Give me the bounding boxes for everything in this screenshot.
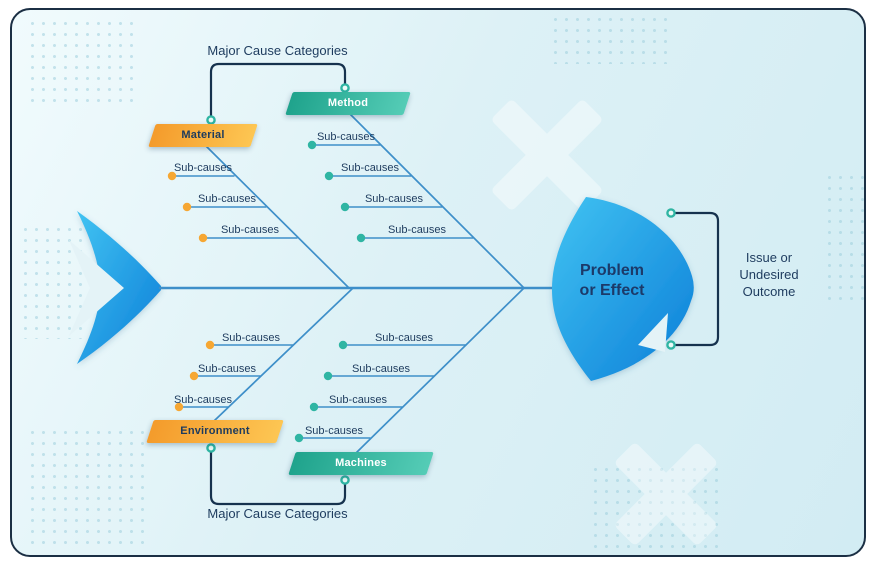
subcause-label: Sub-causes xyxy=(197,193,257,205)
category-machines-label: Machines xyxy=(335,457,387,469)
subcause-dot xyxy=(198,233,208,243)
fish-tail-notch xyxy=(69,240,124,336)
subcause-label: Sub-causes xyxy=(328,394,388,406)
material-bone xyxy=(205,145,350,289)
subcause-label: Sub-causes xyxy=(364,193,424,205)
subcause-label: Sub-causes xyxy=(197,363,257,375)
category-environment-label: Environment xyxy=(180,425,250,437)
subcause-dot xyxy=(167,171,177,181)
problem-effect-line2: or Effect xyxy=(579,282,645,299)
subcause-label: Sub-causes xyxy=(387,224,447,236)
problem-effect-line1: Problem xyxy=(579,262,644,279)
subcause-dot xyxy=(324,171,334,181)
subcause-dot xyxy=(189,371,199,381)
machines-bone xyxy=(355,287,525,454)
subcause-label: Sub-causes xyxy=(374,332,434,344)
subcause-dot xyxy=(356,233,366,243)
subcause-dot xyxy=(294,433,304,443)
dots-pattern xyxy=(20,224,86,339)
subcause-label: Sub-causes xyxy=(221,332,281,344)
subcause-label: Sub-causes xyxy=(173,394,233,406)
category-material-label: Material xyxy=(181,129,225,141)
outcome-bracket xyxy=(674,211,720,347)
outcome-line1: Issue or xyxy=(745,250,793,265)
subcause-dot xyxy=(174,402,184,412)
bracket-endpoint-dot xyxy=(666,340,676,350)
subcause-label: Sub-causes xyxy=(173,162,233,174)
subcause-label: Sub-causes xyxy=(304,425,364,437)
method-subcause-bones xyxy=(307,140,474,243)
subcause-dot xyxy=(205,340,215,350)
subcause-dot xyxy=(309,402,319,412)
subcause-dot xyxy=(307,140,317,150)
bracket-endpoint-dot xyxy=(206,443,216,453)
subcause-dot xyxy=(338,340,348,350)
category-method: Method xyxy=(289,92,407,115)
fish-mouth-notch xyxy=(638,313,668,352)
environment-subcause-bones xyxy=(174,340,294,412)
subcause-label: Sub-causes xyxy=(351,363,411,375)
dots-pattern xyxy=(824,172,864,302)
bottom-bracket xyxy=(209,449,347,506)
outcome-label: Issue or Undesired Outcome xyxy=(726,249,812,300)
method-bone xyxy=(349,113,525,289)
category-material: Material xyxy=(152,124,254,147)
bracket-endpoint-dot xyxy=(340,475,350,485)
problem-effect-label: Problem or Effect xyxy=(552,261,672,301)
bracket-endpoint-dot xyxy=(666,208,676,218)
subcause-label: Sub-causes xyxy=(316,131,376,143)
environment-bone xyxy=(213,287,354,422)
dots-pattern xyxy=(27,18,137,103)
subcause-dot xyxy=(182,202,192,212)
bracket-endpoint-dot xyxy=(340,83,350,93)
top-bracket xyxy=(209,62,347,119)
category-method-label: Method xyxy=(327,97,369,109)
subcause-dot xyxy=(340,202,350,212)
subcause-label: Sub-causes xyxy=(340,162,400,174)
subcause-label: Sub-causes xyxy=(220,224,280,236)
outcome-line2: Undesired xyxy=(739,267,799,282)
dots-pattern xyxy=(550,14,670,64)
subcause-dot xyxy=(323,371,333,381)
bottom-categories-label: Major Cause Categories xyxy=(207,506,348,521)
dots-pattern xyxy=(27,427,147,545)
category-machines: Machines xyxy=(292,452,430,475)
outcome-line3: Outcome xyxy=(742,284,796,299)
machines-subcause-bones xyxy=(294,340,467,443)
material-subcause-bones xyxy=(167,171,298,243)
bracket-endpoint-dot xyxy=(206,115,216,125)
top-categories-label: Major Cause Categories xyxy=(207,43,348,58)
category-environment: Environment xyxy=(150,420,280,443)
